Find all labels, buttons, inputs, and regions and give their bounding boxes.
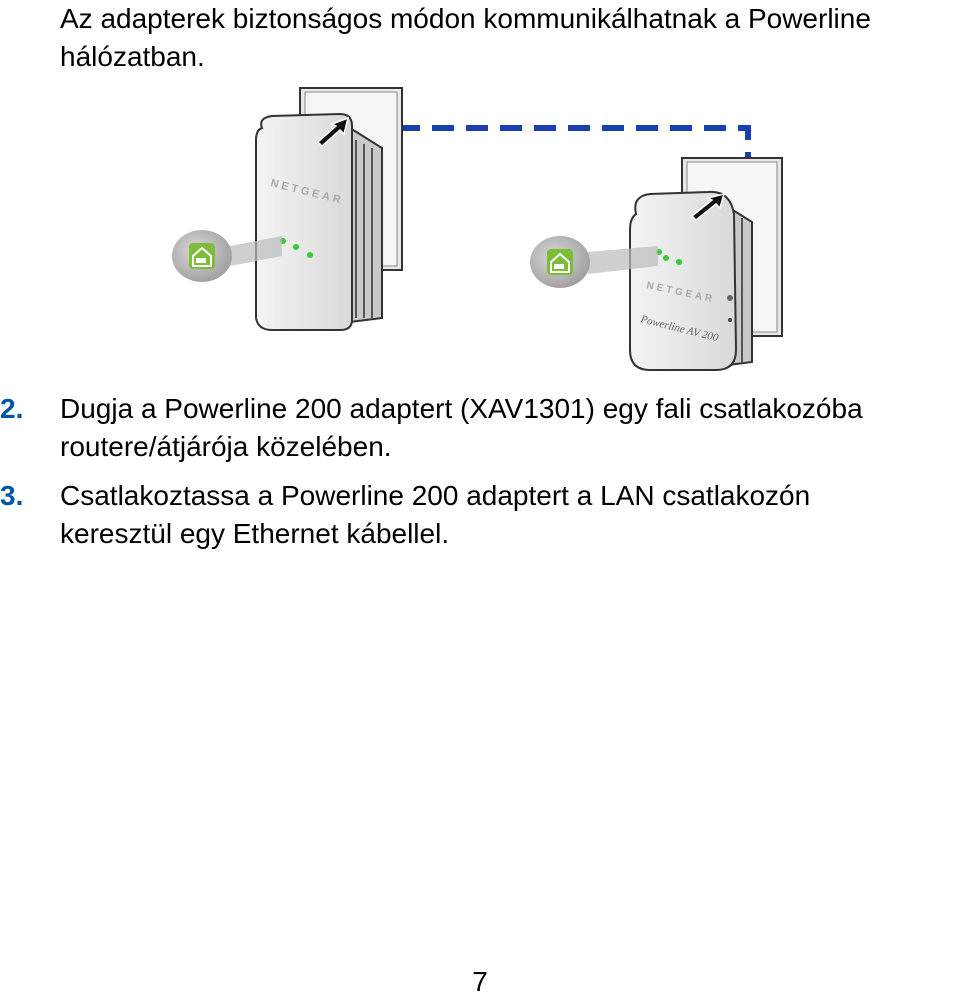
powerline-led-left — [293, 244, 299, 250]
home-plug-icon-right — [550, 252, 570, 273]
reset-button-right — [728, 318, 732, 322]
insert-arrow-icon-right — [690, 192, 726, 222]
step-text: Csatlakoztassa a Powerline 200 adaptert … — [60, 480, 811, 549]
ethernet-led-right — [676, 259, 682, 265]
home-plug-icon-left — [192, 246, 212, 267]
step-text: Dugja a Powerline 200 adaptert (XAV1301)… — [60, 393, 863, 462]
powerline-led-right — [663, 255, 669, 261]
intro-paragraph: Az adapterek biztonságos módon kommuniká… — [60, 3, 871, 72]
step-number: 2. — [0, 393, 24, 424]
powerline-adapter-right: NETGEAR Powerline AV 200 — [629, 190, 753, 371]
powerline-adapters-illustration: NETGEAR NETGEAR Powerline AV 200 — [172, 87, 783, 371]
ethernet-led-left — [307, 252, 313, 258]
step-number: 3. — [0, 480, 24, 511]
insert-arrow-icon-left — [316, 116, 350, 148]
security-button-right — [727, 295, 733, 301]
page-number: 7 — [472, 966, 488, 997]
powerline-adapter-left: NETGEAR — [255, 112, 383, 331]
power-status-bubble-right — [530, 236, 590, 288]
power-status-bubble-left — [172, 230, 232, 282]
